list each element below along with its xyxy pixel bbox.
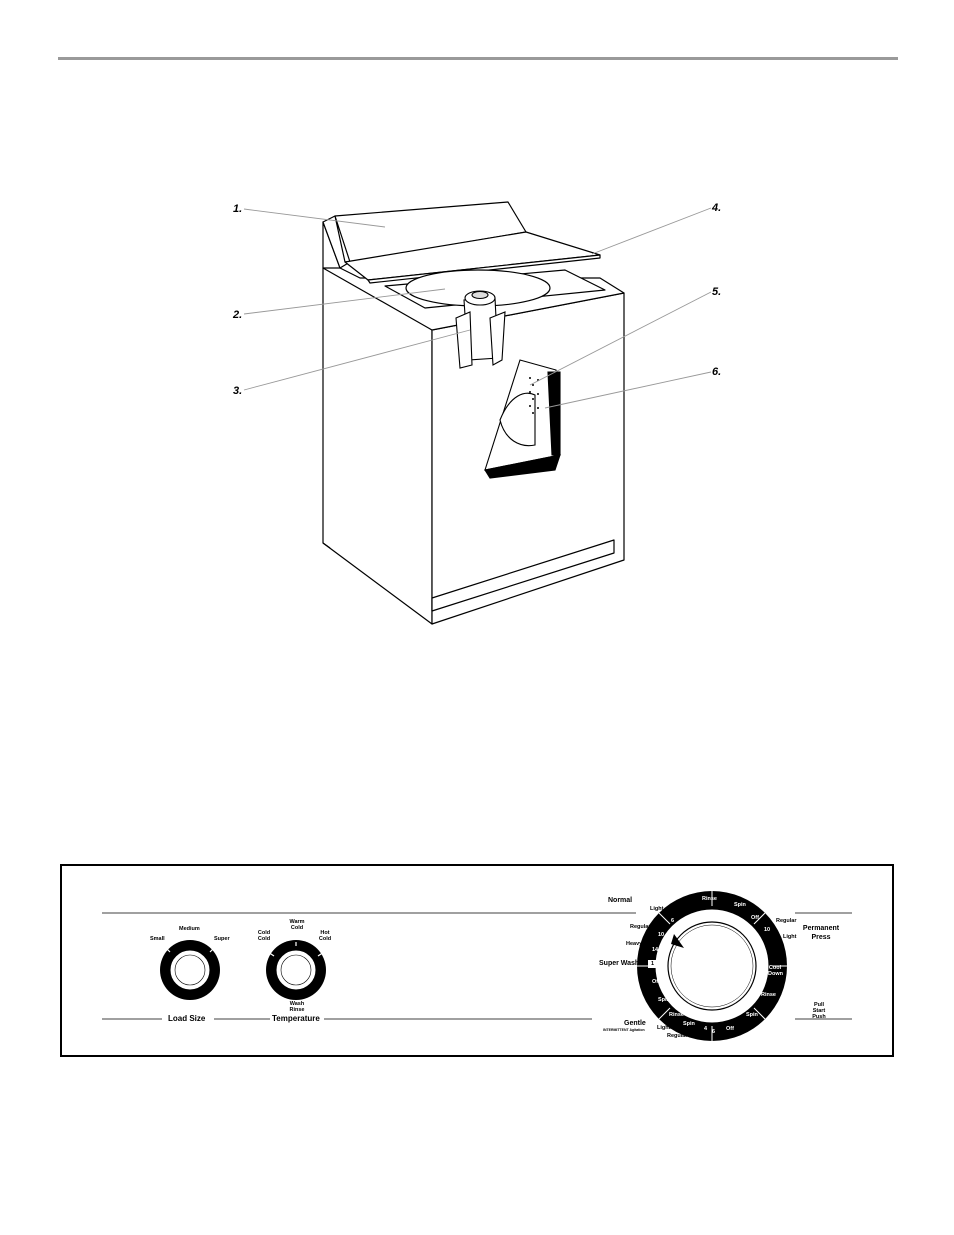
load-size-knob[interactable] <box>160 940 220 1000</box>
dial-off-bottom: Off <box>726 1026 734 1032</box>
dial-10-pp: 10 <box>764 927 771 933</box>
dial-4-bottom: 4 <box>704 1026 708 1032</box>
temp-wash-rinse: Wash Rinse <box>289 1001 305 1013</box>
gentle-regular: Regular <box>667 1033 688 1039</box>
dial-cool-down: Cool Down <box>768 965 783 977</box>
callout-5: 5. <box>712 286 722 298</box>
dial-14: 14 <box>652 947 659 953</box>
dial-rinse-top: Rinse <box>702 896 717 902</box>
cycle-gentle: Gentle <box>624 1020 646 1027</box>
dial-6-bottom: 6 <box>712 1029 716 1035</box>
load-size-medium: Medium <box>179 926 200 932</box>
cycle-dial[interactable] <box>637 891 787 1041</box>
normal-light: Light <box>650 906 664 912</box>
load-size-label: Load Size <box>168 1014 206 1023</box>
temp-hot-cold: Hot Cold <box>318 930 332 942</box>
dial-spin-right: Spin <box>746 1012 758 1018</box>
callout-4: 4. <box>712 202 722 214</box>
pull-start-push: Pull Start Push <box>812 1002 826 1020</box>
callout-6: 6. <box>712 366 722 378</box>
callout-2: 2. <box>233 309 243 321</box>
dial-off-pp: Off <box>751 915 759 921</box>
dial-rinse-right: Rinse <box>761 992 776 998</box>
cycle-super-wash: Super Wash <box>599 960 640 967</box>
dial-pointer-icon <box>671 934 684 948</box>
dial-spin-left: Spin <box>658 997 670 1003</box>
dial-spin-bottom: Spin <box>683 1021 695 1027</box>
dial-rinse-bottom: Rinse <box>669 1012 684 1018</box>
temperature-knob[interactable] <box>266 940 326 1000</box>
callout-1: 1. <box>233 203 243 215</box>
temp-warm-cold: Warm Cold <box>289 919 305 931</box>
dial-10-normal: 10 <box>658 932 665 938</box>
pp-light: Light <box>783 934 797 940</box>
control-panel: Small Medium Super Load Size Cold Cold W… <box>60 864 894 1057</box>
load-size-small: Small <box>150 936 165 942</box>
gentle-light: Light <box>657 1025 671 1031</box>
temperature-label: Temperature <box>272 1014 320 1023</box>
gentle-sub: INTERMITTENT Agitation <box>603 1028 645 1032</box>
top-rule <box>58 57 898 60</box>
control-panel-graphics <box>102 891 852 1041</box>
load-size-super: Super <box>214 936 230 942</box>
temp-cold-cold: Cold Cold <box>257 930 271 942</box>
dial-1-super: 1 <box>651 961 655 967</box>
dial-6-normal: 6 <box>671 918 675 924</box>
cycle-normal: Normal <box>608 897 633 904</box>
normal-regular: Regular <box>630 924 651 930</box>
cycle-permanent-press: Permanent Press <box>802 925 840 941</box>
dial-off-left: Off <box>652 979 660 985</box>
callout-3: 3. <box>233 385 243 397</box>
dial-spin-top: Spin <box>734 902 746 908</box>
washer-illustration <box>243 201 712 625</box>
normal-heavy: Heavy <box>626 941 643 947</box>
pp-regular: Regular <box>776 918 797 924</box>
